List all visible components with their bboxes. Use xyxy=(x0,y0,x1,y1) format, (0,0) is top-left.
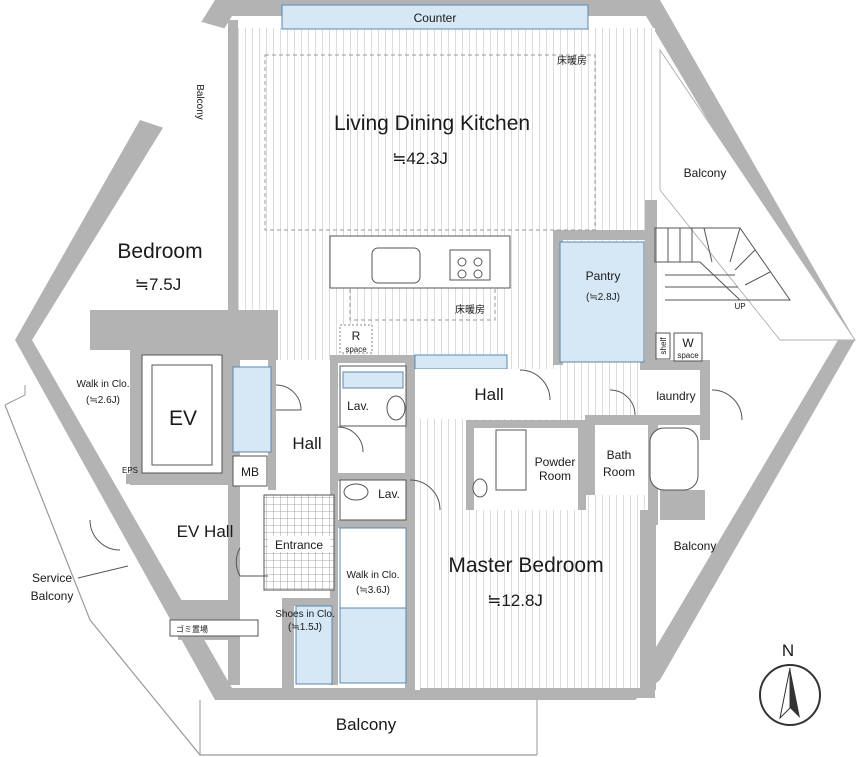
shelf-label: shelf xyxy=(659,337,668,355)
walk-in-1-name: Walk in Clo. xyxy=(77,379,130,390)
entrance-label: Entrance xyxy=(275,538,323,552)
ev-label: EV xyxy=(169,407,197,430)
lav-1-label: Lav. xyxy=(347,399,369,413)
counter-label: Counter xyxy=(414,11,457,25)
pantry-area-label: (≒2.8J) xyxy=(586,292,620,303)
compass-label: N xyxy=(782,641,794,660)
mb-label: MB xyxy=(241,465,259,479)
service-balcony-line1: Service xyxy=(32,571,72,585)
hall-center-label: Hall xyxy=(474,385,503,404)
balcony-bottom-label: Balcony xyxy=(336,715,397,734)
gomi-box xyxy=(169,619,259,637)
north-compass xyxy=(759,664,821,726)
bath-room-line1: Bath xyxy=(607,448,632,462)
w-space-sub: space xyxy=(677,351,699,360)
hall-center-floor xyxy=(415,369,555,419)
shoes-name: Shoes in Clo. xyxy=(275,609,334,620)
w-space-letter: W xyxy=(682,336,694,350)
stairs-up-label: UP xyxy=(734,302,745,311)
lav-2-area xyxy=(339,479,407,521)
gomi-label: ゴミ置場 xyxy=(176,624,208,634)
floor-heating-label-1: 床暖房 xyxy=(557,54,587,67)
lav-2-label: Lav. xyxy=(378,487,400,501)
bedroom-name: Bedroom xyxy=(117,240,202,263)
ldk-area: ≒42.3J xyxy=(392,149,448,168)
pantry-name: Pantry xyxy=(586,269,621,283)
floor-heating-label-2: 床暖房 xyxy=(455,303,485,316)
powder-vanity xyxy=(495,429,527,491)
counter-shape xyxy=(281,4,589,30)
ev-hall-label: EV Hall xyxy=(177,522,234,541)
shoes-closet xyxy=(295,605,333,685)
lav-1-toilet xyxy=(386,395,406,421)
door-swings xyxy=(89,369,743,577)
balcony-lower-right-label: Balcony xyxy=(674,539,717,553)
powder-basin xyxy=(472,478,488,498)
powder-room-line2: Room xyxy=(539,469,571,483)
kitchen-island xyxy=(329,235,511,289)
walk-in-1-area: (≒2.6J) xyxy=(86,395,120,406)
hall-left-label: Hall xyxy=(292,434,321,453)
balcony-outline xyxy=(4,385,538,756)
walk-in-2-name: Walk in Clo. xyxy=(347,570,400,581)
laundry-label: laundry xyxy=(656,389,695,403)
bath-room-area xyxy=(595,425,648,495)
balcony-top-left-label: Balcony xyxy=(194,84,205,120)
eps-label: EPS xyxy=(122,466,138,475)
staircase xyxy=(654,227,791,301)
mb-box xyxy=(232,455,268,487)
lav-2-toilet xyxy=(343,483,369,501)
pantry-area xyxy=(559,241,645,363)
r-space-sub: space xyxy=(345,345,367,354)
master-bedroom-area: ≒12.8J xyxy=(487,591,543,610)
bathtub xyxy=(649,427,699,491)
balcony-right-label: Balcony xyxy=(684,166,727,180)
service-balcony-leader xyxy=(77,565,129,579)
bedroom-area: ≒7.5J xyxy=(135,275,181,294)
hall-center-counter xyxy=(414,354,508,370)
walk-in-2-area-label: (≒3.6J) xyxy=(356,585,390,596)
ldk-name: Living Dining Kitchen xyxy=(334,112,530,135)
shoes-area: (≒1.5J) xyxy=(288,622,322,633)
hall-closet-left xyxy=(232,366,272,453)
service-balcony-line2: Balcony xyxy=(31,589,74,603)
balcony-areas xyxy=(140,20,856,341)
w-space xyxy=(673,332,703,362)
ev-car xyxy=(151,364,213,466)
shelf-box xyxy=(655,332,671,360)
powder-room-line1: Powder xyxy=(535,455,576,469)
laundry-area xyxy=(640,370,700,415)
r-space xyxy=(339,324,373,354)
r-space-letter: R xyxy=(352,329,361,343)
bath-room-line2: Room xyxy=(603,465,635,479)
lav-1-sink xyxy=(342,371,404,389)
master-bedroom-name: Master Bedroom xyxy=(448,554,603,577)
